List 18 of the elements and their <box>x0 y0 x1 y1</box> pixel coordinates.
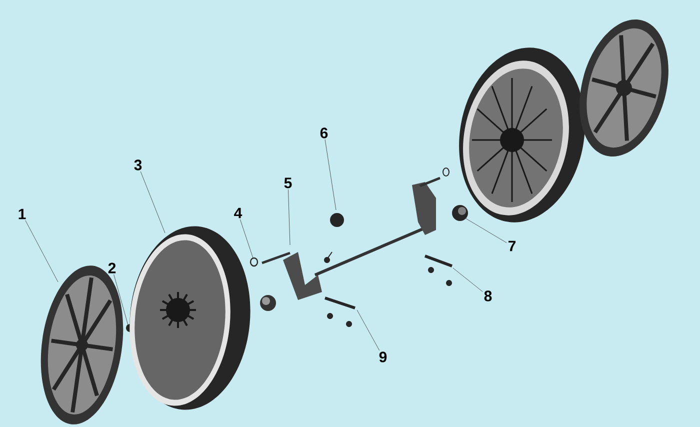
callout-number: 7 <box>508 240 516 252</box>
callout-number: 2 <box>108 262 116 274</box>
callout-number: 9 <box>379 352 387 362</box>
leader-line <box>356 310 380 351</box>
callout-number: 6 <box>320 128 328 138</box>
callout-number: 5 <box>284 178 292 188</box>
leader-line <box>25 220 58 282</box>
callout-number: 8 <box>484 290 492 302</box>
leader-line <box>452 268 483 292</box>
leader-line <box>114 274 128 326</box>
leader-line <box>324 139 336 210</box>
callout-number: 1 <box>18 208 26 220</box>
leader-line <box>240 219 254 258</box>
leader-line <box>464 218 507 243</box>
callout-number: 3 <box>134 160 142 170</box>
callout-number: 4 <box>234 208 242 218</box>
leader-line <box>288 189 290 246</box>
leader-line <box>140 171 166 234</box>
